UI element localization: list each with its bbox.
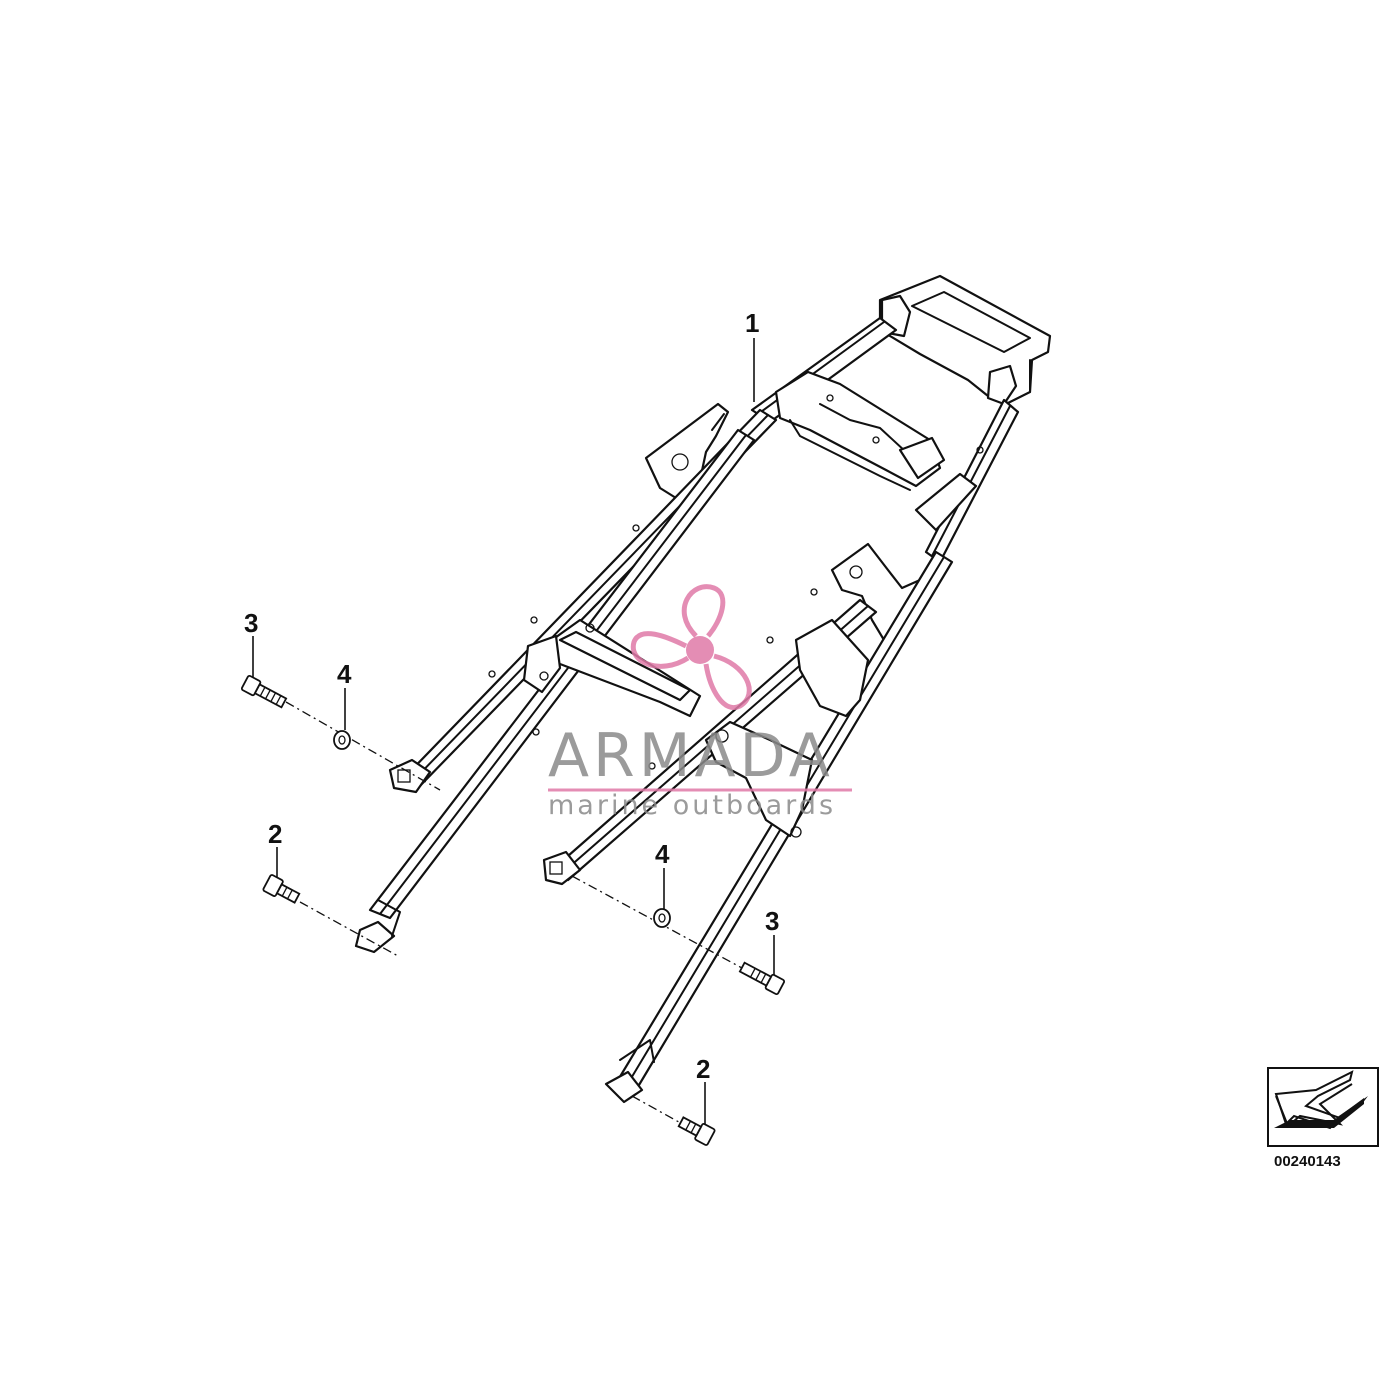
watermark: ARMADA marine outboards bbox=[548, 584, 852, 821]
callout-bolt-right-upper: 3 bbox=[765, 906, 779, 936]
callout-bolt-left-upper: 3 bbox=[244, 608, 258, 638]
callout-washer-right: 4 bbox=[655, 839, 670, 869]
washer-icon bbox=[333, 730, 351, 750]
rear-frame-icon bbox=[354, 274, 1052, 1104]
propeller-logo-icon bbox=[630, 584, 752, 711]
callout-bolt-left-lower: 2 bbox=[268, 819, 282, 849]
callout-frame: 1 bbox=[745, 308, 759, 338]
hex-bolt-icon bbox=[240, 674, 288, 709]
callout-bolt-right-lower: 2 bbox=[696, 1054, 710, 1084]
orientation-arrow-icon bbox=[1274, 1070, 1368, 1130]
watermark-brand: ARMADA bbox=[548, 721, 834, 791]
orientation-badge: 00240143 bbox=[1267, 1067, 1379, 1170]
callout-washer-left: 4 bbox=[337, 659, 352, 689]
hex-bolt-icon bbox=[262, 874, 301, 904]
washer-icon bbox=[653, 908, 671, 928]
hex-bolt-icon bbox=[677, 1116, 716, 1146]
hex-bolt-icon bbox=[738, 961, 786, 996]
watermark-tagline: marine outboards bbox=[548, 790, 836, 821]
reference-code: 00240143 bbox=[1274, 1153, 1341, 1170]
